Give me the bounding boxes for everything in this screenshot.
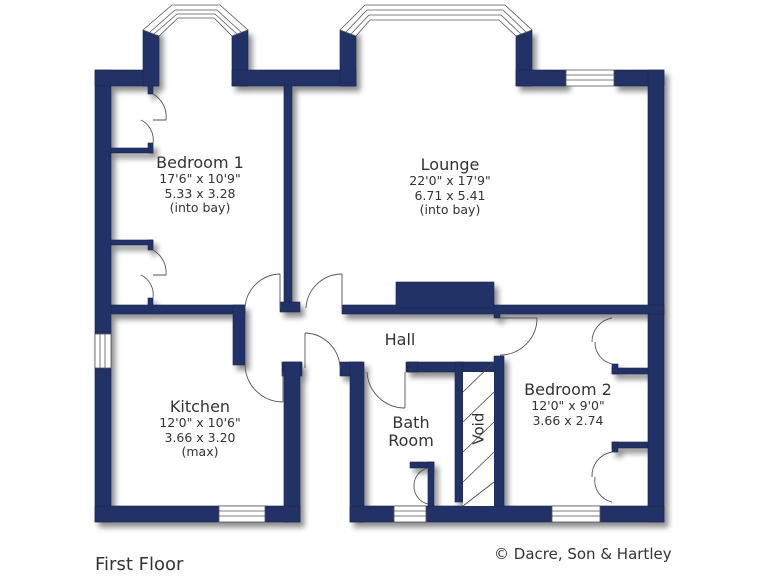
room-dimensions-imperial: 22'0" x 17'9" bbox=[409, 173, 491, 189]
room-note: (into bay) bbox=[419, 202, 481, 218]
room-name: Void bbox=[469, 412, 488, 445]
void-hatch bbox=[462, 361, 495, 507]
windows bbox=[94, 69, 615, 523]
room-label-kitchen: Kitchen 12'0" x 10'6" 3.66 x 3.20 (max) bbox=[130, 397, 270, 460]
room-name-line2: Room bbox=[388, 431, 434, 451]
walls bbox=[94, 29, 665, 523]
room-dimensions-imperial: 12'0" x 10'6" bbox=[159, 415, 241, 431]
room-label-bathroom: Bath Room bbox=[378, 413, 444, 451]
room-dimensions-imperial: 17'6" x 10'9" bbox=[159, 171, 241, 187]
doors bbox=[140, 93, 613, 505]
room-label-void: Void bbox=[469, 406, 488, 452]
room-dimensions-metric: 3.66 x 3.20 bbox=[164, 429, 236, 445]
room-name: Lounge bbox=[420, 155, 480, 174]
copyright-notice: © Dacre, Son & Hartley bbox=[494, 545, 672, 563]
room-note: (max) bbox=[181, 444, 219, 460]
room-name: Hall bbox=[384, 330, 416, 349]
room-label-lounge: Lounge 22'0" x 17'9" 6.71 x 5.41 (into b… bbox=[380, 155, 520, 218]
room-label-hall: Hall bbox=[370, 330, 430, 349]
room-dimensions-metric: 6.71 x 5.41 bbox=[414, 187, 486, 203]
room-label-bedroom2: Bedroom 2 12'0" x 9'0" 3.66 x 2.74 bbox=[508, 380, 628, 428]
room-label-bedroom1: Bedroom 1 17'6" x 10'9" 5.33 x 3.28 (int… bbox=[130, 153, 270, 216]
room-dimensions-metric: 3.66 x 2.74 bbox=[532, 412, 604, 428]
room-name: Bedroom 2 bbox=[524, 380, 612, 399]
floor-title: First Floor bbox=[95, 554, 184, 575]
room-name-line1: Bath bbox=[392, 413, 430, 432]
bedroom1-bay-window bbox=[142, 4, 249, 37]
room-name: Kitchen bbox=[169, 397, 231, 416]
room-dimensions-metric: 5.33 x 3.28 bbox=[164, 185, 236, 201]
room-dimensions-imperial: 12'0" x 9'0" bbox=[531, 398, 605, 414]
room-name: Bedroom 1 bbox=[156, 153, 244, 172]
lounge-bay-window bbox=[339, 4, 533, 37]
room-note: (into bay) bbox=[169, 200, 231, 216]
